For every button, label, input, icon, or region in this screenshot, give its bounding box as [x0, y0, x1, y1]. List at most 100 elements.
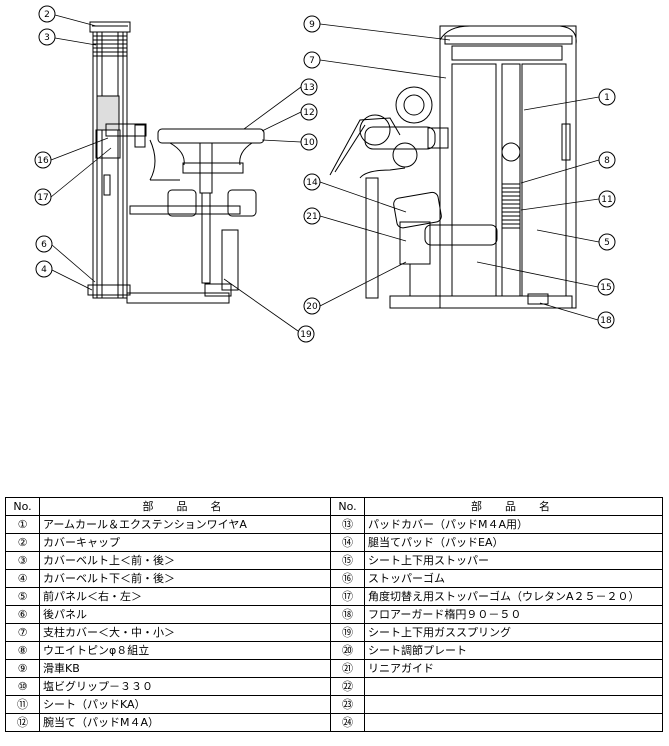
callout-21: 21	[303, 207, 321, 225]
callout-circle	[303, 297, 321, 315]
part-name-cell: ストッパーゴム	[364, 569, 663, 588]
part-name-cell: カバーキャップ	[39, 533, 331, 552]
part-name-cell	[364, 695, 663, 714]
part-number-cell: ⑯	[330, 569, 365, 588]
callout-label: 19	[300, 330, 312, 340]
part-number-cell: ⑤	[5, 587, 40, 606]
callout-circle	[300, 103, 318, 121]
part-name-cell: 塩ビグリップ－３３０	[39, 677, 331, 696]
part-name-cell	[364, 713, 663, 732]
callout-circle	[300, 78, 318, 96]
part-number-cell: ⑧	[5, 641, 40, 660]
callout-6: 6	[35, 235, 53, 253]
callout-circle	[34, 188, 52, 206]
part-name-cell: リニアガイド	[364, 659, 663, 678]
callout-circle	[300, 133, 318, 151]
part-number-cell: ㉑	[330, 659, 365, 678]
callout-label: 13	[303, 83, 314, 93]
callout-16: 16	[34, 151, 52, 169]
callout-19: 19	[297, 325, 315, 343]
callout-2: 2	[38, 5, 56, 23]
callout-circle	[35, 235, 53, 253]
part-name-cell: ウエイトピンφ８組立	[39, 641, 331, 660]
part-number-cell: ③	[5, 551, 40, 570]
callout-circle	[303, 51, 321, 69]
callout-circle	[38, 5, 56, 23]
header-part-name: 部 品 名	[39, 497, 331, 516]
callout-label: 5	[604, 238, 610, 248]
part-number-cell: ⑱	[330, 605, 365, 624]
callout-20: 20	[303, 297, 321, 315]
part-number-cell: ⑦	[5, 623, 40, 642]
part-name-cell: 後パネル	[39, 605, 331, 624]
callout-circle	[303, 15, 321, 33]
part-number-cell: ⑬	[330, 515, 365, 534]
part-name-cell: 支柱カバー＜大・中・小＞	[39, 623, 331, 642]
callout-circle	[38, 28, 56, 46]
callout-label: 17	[37, 193, 48, 203]
callout-label: 4	[41, 265, 47, 275]
callout-5: 5	[598, 233, 616, 251]
part-number-cell: ⑭	[330, 533, 365, 552]
part-number-cell: ⑨	[5, 659, 40, 678]
callout-circle	[297, 325, 315, 343]
part-number-cell: ④	[5, 569, 40, 588]
callout-circle	[598, 233, 616, 251]
callout-label: 6	[41, 240, 47, 250]
part-name-cell: カバーベルト下＜前・後＞	[39, 569, 331, 588]
part-name-cell: シート調節プレート	[364, 641, 663, 660]
callout-3: 3	[38, 28, 56, 46]
part-name-cell: フロアーガード楕円９０－５０	[364, 605, 663, 624]
callout-label: 15	[600, 283, 611, 293]
callout-8: 8	[598, 151, 616, 169]
callout-15: 15	[597, 278, 615, 296]
part-number-cell: ⑮	[330, 551, 365, 570]
header-no: No.	[5, 497, 40, 516]
callout-14: 14	[303, 173, 321, 191]
callout-circle	[597, 311, 615, 329]
callout-4: 4	[35, 260, 53, 278]
callout-10: 10	[300, 133, 318, 151]
part-name-cell: カバーベルト上＜前・後＞	[39, 551, 331, 570]
callout-label: 10	[303, 138, 315, 148]
part-number-cell: ㉓	[330, 695, 365, 714]
part-number-cell: ㉔	[330, 713, 365, 732]
front-view-drawing	[329, 25, 577, 309]
part-number-cell: ⑥	[5, 605, 40, 624]
part-number-cell: ②	[5, 533, 40, 552]
part-name-cell: 角度切替え用ストッパーゴム（ウレタンA２５－２０）	[364, 587, 663, 606]
part-number-cell: ⑫	[5, 713, 40, 732]
callout-label: 11	[601, 195, 612, 205]
callout-circle	[598, 88, 616, 106]
callout-label: 21	[306, 212, 317, 222]
callout-7: 7	[303, 51, 321, 69]
callout-9: 9	[303, 15, 321, 33]
side-view-drawing	[87, 21, 265, 304]
callout-label: 16	[37, 156, 49, 166]
part-name-cell: シート上下用ガススプリング	[364, 623, 663, 642]
callout-label: 12	[303, 108, 314, 118]
callout-label: 18	[600, 316, 612, 326]
part-name-cell: 腿当てパッド（パッドEA）	[364, 533, 663, 552]
callout-label: 3	[44, 33, 50, 43]
callout-label: 2	[44, 10, 50, 20]
callout-11: 11	[598, 190, 616, 208]
callout-label: 8	[604, 156, 610, 166]
callout-label: 7	[309, 56, 315, 66]
callout-circle	[303, 173, 321, 191]
callout-circle	[598, 151, 616, 169]
part-name-cell: 腕当て（パッドM４A）	[39, 713, 331, 732]
part-number-cell: ⑲	[330, 623, 365, 642]
